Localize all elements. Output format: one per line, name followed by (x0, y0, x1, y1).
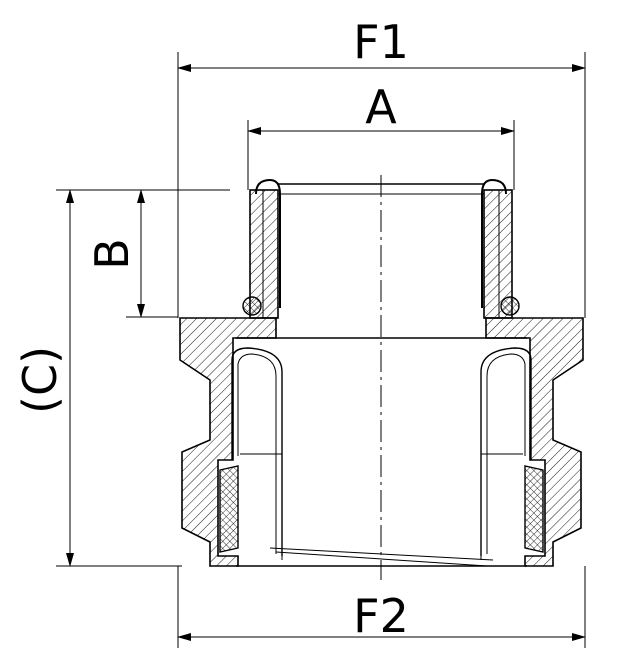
dimension-b: B (85, 189, 230, 318)
seal-ring-right (524, 465, 544, 553)
dimension-f2: F2 (177, 566, 586, 648)
seal-ring-left (219, 465, 239, 553)
liner-lip-left (255, 178, 281, 308)
label-c: (C) (13, 346, 67, 414)
label-a: A (365, 80, 397, 134)
dimension-a: A (247, 80, 515, 190)
spring-clip-left-inner (237, 353, 277, 554)
dimension-c: (C) (13, 189, 182, 567)
spigot-wall-right (483, 189, 513, 319)
spring-clip-right (480, 347, 532, 556)
label-b: B (85, 238, 139, 270)
liner-lip-right (481, 178, 507, 308)
label-f2: F2 (353, 589, 409, 643)
dimension-f1: F1 (177, 15, 586, 318)
spring-clip-right-inner (486, 353, 526, 554)
label-f1: F1 (353, 15, 409, 69)
o-ring-left (242, 296, 262, 316)
fitting-section (179, 175, 584, 580)
spigot-wall-left (249, 189, 279, 319)
o-ring-right (500, 296, 520, 316)
spring-clip-left (231, 347, 283, 556)
clip-band (275, 551, 488, 567)
